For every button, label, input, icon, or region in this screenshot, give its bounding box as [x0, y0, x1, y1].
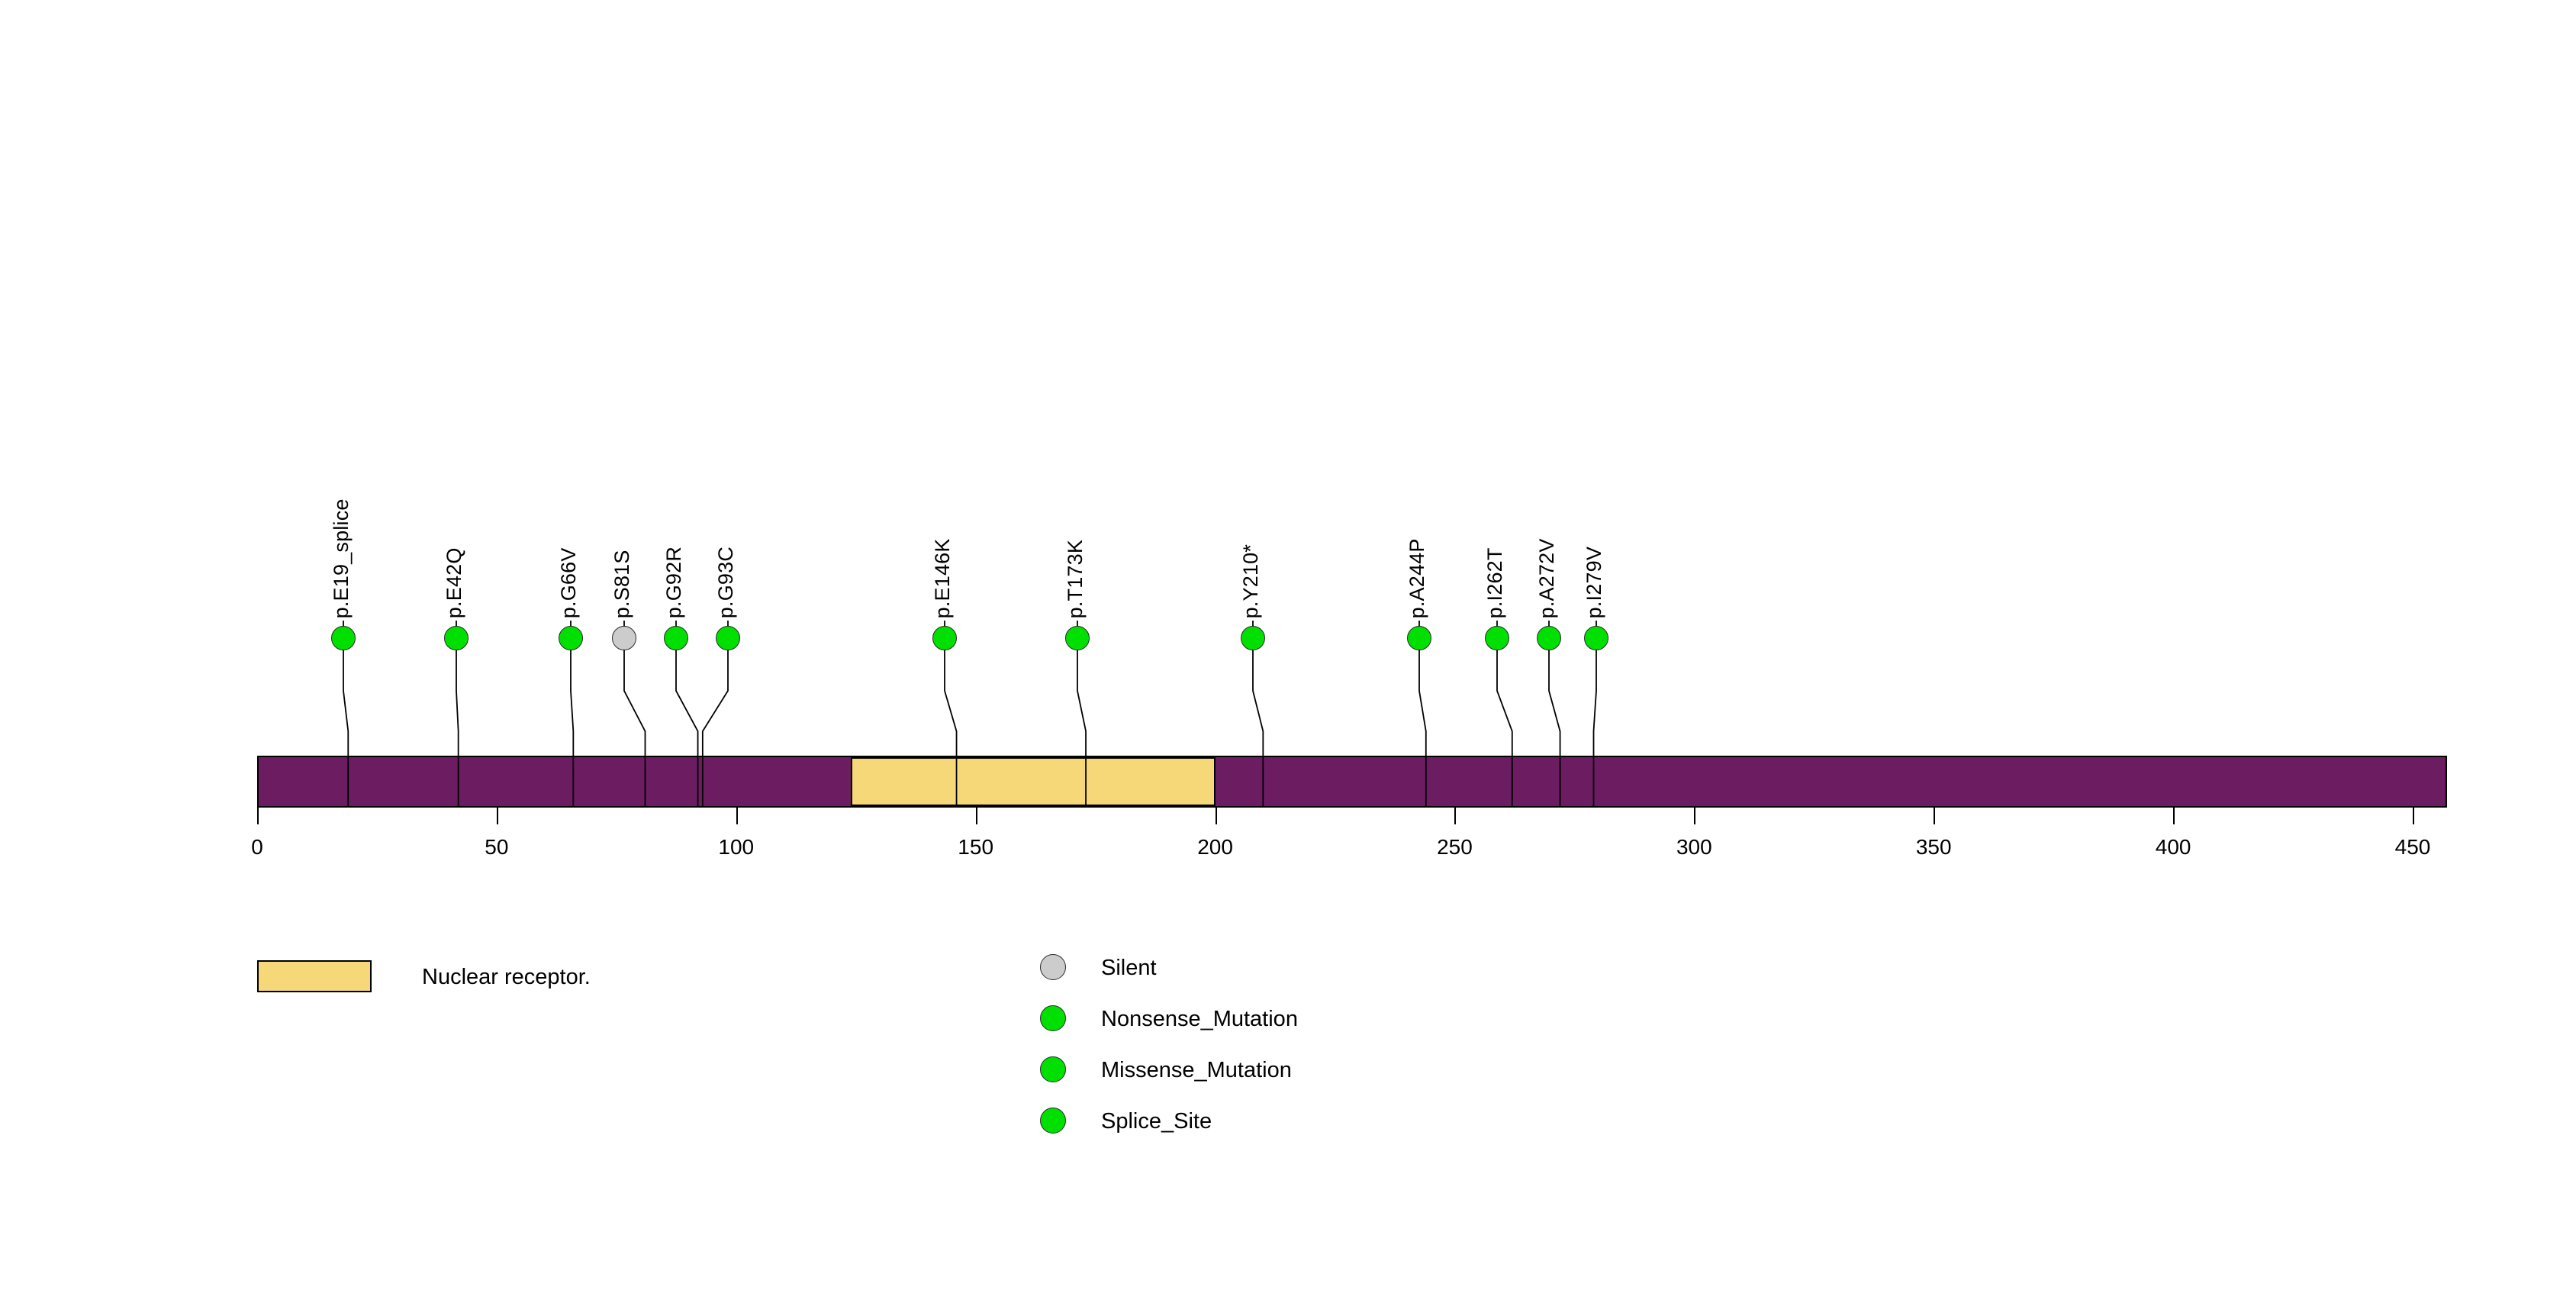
lollipop-head[interactable]	[1485, 626, 1509, 650]
lollipop-stem	[1496, 647, 1513, 808]
lollipop-stem	[570, 647, 575, 808]
mutation-label: p.A272V	[1535, 538, 1558, 618]
lollipop-head[interactable]	[1584, 626, 1608, 650]
lollipop-stem	[1077, 647, 1087, 808]
mutation-label: p.G93C	[714, 546, 737, 618]
axis-tick-label: 0	[251, 835, 263, 859]
mutation-legend-label: Silent	[1101, 956, 1157, 980]
domain-legend-swatch	[257, 960, 372, 992]
lollipop-stem	[701, 647, 729, 808]
axis-tick-label: 350	[1915, 835, 1952, 859]
lollipop-stem	[1252, 647, 1264, 808]
axis-tick-label: 100	[718, 835, 755, 859]
lollipop-head[interactable]	[444, 626, 469, 650]
axis-tick	[1454, 808, 1457, 824]
mutation-label: p.G66V	[557, 547, 580, 618]
lollipop-head[interactable]	[664, 626, 688, 650]
mutation-label: p.I262T	[1483, 547, 1506, 618]
axis-tick-label: 200	[1197, 835, 1233, 859]
axis-tick-label: 300	[1676, 835, 1712, 859]
mutation-label: p.E19_splice	[330, 498, 353, 618]
mutation-label: p.S81S	[610, 550, 633, 618]
axis-tick-label: 250	[1437, 835, 1473, 859]
axis-tick	[2173, 808, 2175, 824]
protein-backbone	[257, 756, 2447, 808]
lollipop-head[interactable]	[1407, 626, 1431, 650]
lollipop-head[interactable]	[331, 626, 356, 650]
mutation-label: p.Y210*	[1239, 543, 1262, 618]
mutation-legend-label: Splice_Site	[1101, 1109, 1212, 1134]
mutation-label: p.G92R	[662, 546, 685, 618]
axis-tick	[1215, 808, 1217, 824]
lollipop-stem	[343, 647, 349, 808]
mutation-label: p.A244P	[1406, 538, 1428, 618]
lollipop-stem	[623, 647, 646, 808]
lollipop-head[interactable]	[716, 626, 740, 650]
mutation-label: p.I279V	[1583, 546, 1605, 618]
axis-tick	[975, 808, 977, 824]
axis-tick	[736, 808, 738, 824]
axis-tick-label: 150	[958, 835, 994, 859]
mutation-legend-dot	[1040, 954, 1066, 980]
mutation-legend-dot	[1040, 1108, 1066, 1134]
axis-tick	[257, 808, 259, 824]
mutation-label: p.E42Q	[443, 547, 465, 618]
axis-tick	[1934, 808, 1936, 824]
mutation-legend-label: Missense_Mutation	[1101, 1058, 1292, 1082]
lollipop-stem	[944, 647, 958, 808]
axis-tick	[1694, 808, 1696, 824]
axis-tick-label: 50	[485, 835, 509, 859]
axis-tick	[496, 808, 498, 824]
mutation-legend-dot	[1040, 1056, 1066, 1082]
lollipop-stem	[1418, 647, 1427, 808]
lollipop-head[interactable]	[559, 626, 583, 650]
axis-tick-label: 400	[2155, 835, 2191, 859]
axis-tick	[2413, 808, 2414, 824]
mutation-legend-label: Nonsense_Mutation	[1101, 1007, 1298, 1031]
lollipop-stem	[456, 647, 459, 808]
lollipop-stem	[1592, 647, 1597, 808]
lollipop-head[interactable]	[1241, 626, 1265, 650]
axis-tick-label: 450	[2394, 835, 2431, 859]
mutation-legend-dot	[1040, 1005, 1066, 1031]
mutation-label: p.E146K	[931, 538, 954, 618]
lollipop-head[interactable]	[932, 626, 957, 650]
protein-domain	[851, 757, 1216, 806]
lollipop-head[interactable]	[1065, 626, 1090, 650]
lollipop-stem	[675, 647, 699, 808]
lollipop-head[interactable]	[1537, 626, 1561, 650]
domain-legend-label: Nuclear receptor.	[422, 965, 591, 989]
lollipop-stem	[1548, 647, 1561, 808]
lollipop-head[interactable]	[612, 626, 636, 650]
mutation-label: p.T173K	[1064, 539, 1087, 618]
